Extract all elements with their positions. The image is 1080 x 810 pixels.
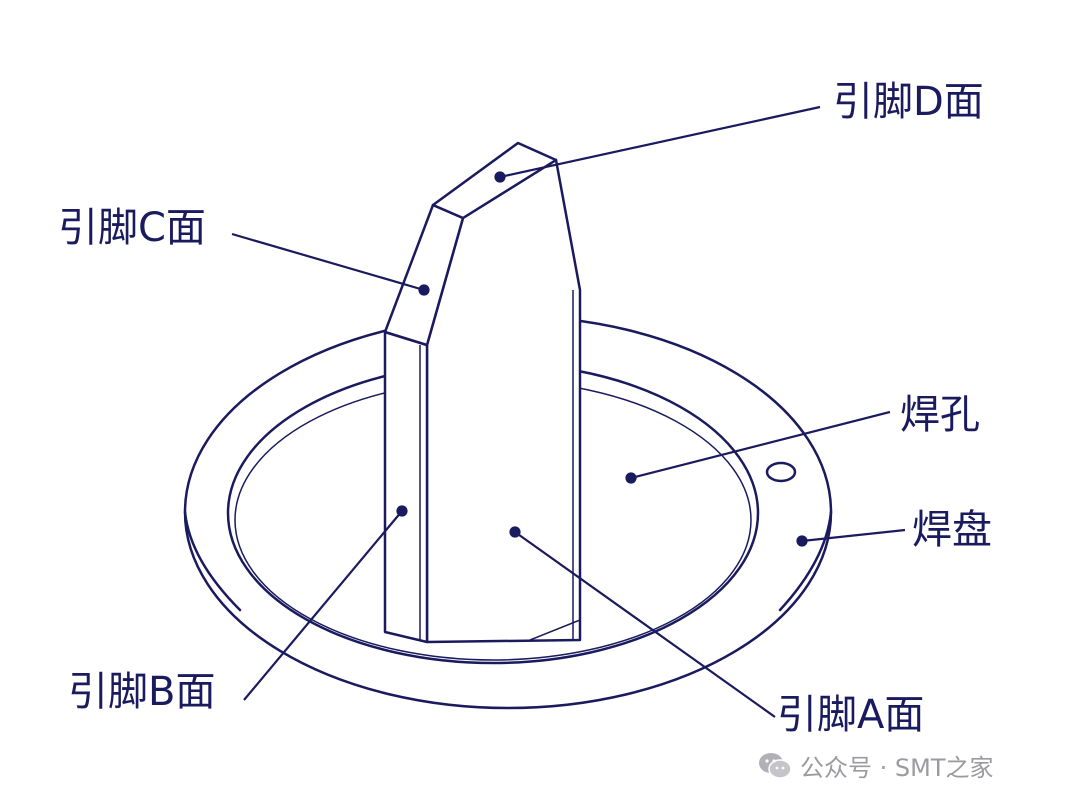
label-pin-d: 引脚D面 xyxy=(833,79,984,125)
leader-pin-c xyxy=(231,232,425,292)
dot-pin-c xyxy=(418,284,430,296)
label-pad: 焊盘 xyxy=(912,507,992,553)
watermark: 公众号 · SMT之家 xyxy=(758,748,994,783)
dot-pin-a xyxy=(509,526,521,538)
label-pin-c: 引脚C面 xyxy=(58,205,206,251)
leader-pin-d xyxy=(499,105,821,179)
dot-hole xyxy=(625,472,637,484)
leader-pin-a xyxy=(514,531,776,718)
dot-pad xyxy=(796,535,808,547)
wechat-icon xyxy=(758,751,792,781)
watermark-text: 公众号 · SMT之家 xyxy=(800,754,994,782)
leader-hole xyxy=(630,410,891,480)
pin-face-d xyxy=(431,141,558,220)
label-pin-b: 引脚B面 xyxy=(68,669,216,715)
leader-pad xyxy=(801,528,906,543)
label-hole: 焊孔 xyxy=(900,392,980,438)
label-pin-a: 引脚A面 xyxy=(777,692,925,738)
leader-pin-b xyxy=(243,510,403,701)
dot-pin-d xyxy=(494,171,506,183)
pin-bevel-detail xyxy=(529,290,581,641)
dot-pin-b xyxy=(396,505,408,517)
pad-thickness-edge xyxy=(183,510,833,612)
pad-small-hole xyxy=(765,461,797,483)
